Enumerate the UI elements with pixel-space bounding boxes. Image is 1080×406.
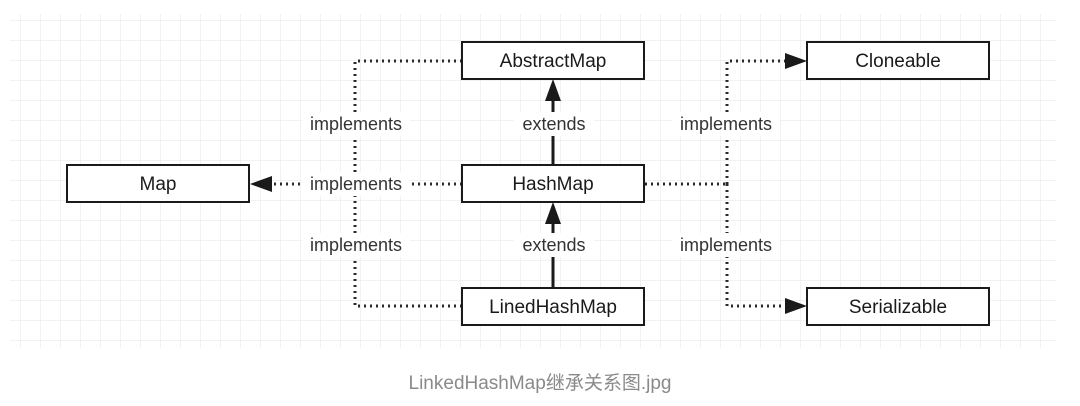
node-serializable: Serializable (806, 287, 990, 326)
node-map: Map (66, 164, 250, 203)
node-hashmap-label: HashMap (512, 174, 593, 195)
label-implements-cloneable: implements (680, 114, 772, 134)
label-implements-hashmap-map: implements (310, 174, 402, 194)
image-caption: LinkedHashMap继承关系图.jpg (408, 373, 672, 394)
node-map-label: Map (140, 174, 177, 195)
node-linedhashmap: LinedHashMap (461, 287, 645, 326)
label-extends-upper: extends (522, 114, 585, 134)
node-cloneable-label: Cloneable (855, 51, 941, 72)
label-implements-abstractmap-map: implements (310, 114, 402, 134)
node-hashmap: HashMap (461, 164, 645, 203)
node-serializable-label: Serializable (849, 297, 947, 318)
label-extends-lower: extends (522, 235, 585, 255)
label-implements-serializable: implements (680, 235, 772, 255)
edge-hashmap-implements-serializable (725, 184, 785, 308)
abstractmap-arrowhead (545, 79, 561, 101)
node-abstractmap-label: AbstractMap (500, 51, 607, 72)
node-cloneable: Cloneable (806, 41, 990, 80)
class-hierarchy-diagram: extends extends implements implements im… (10, 14, 1056, 348)
node-abstractmap: AbstractMap (461, 41, 645, 80)
label-implements-linedhashmap-map: implements (310, 235, 402, 255)
hashmap-arrowhead (545, 202, 561, 224)
cloneable-arrowhead (785, 53, 807, 69)
serializable-arrowhead (785, 298, 807, 314)
node-linedhashmap-label: LinedHashMap (489, 297, 617, 318)
map-arrowhead (250, 176, 272, 192)
